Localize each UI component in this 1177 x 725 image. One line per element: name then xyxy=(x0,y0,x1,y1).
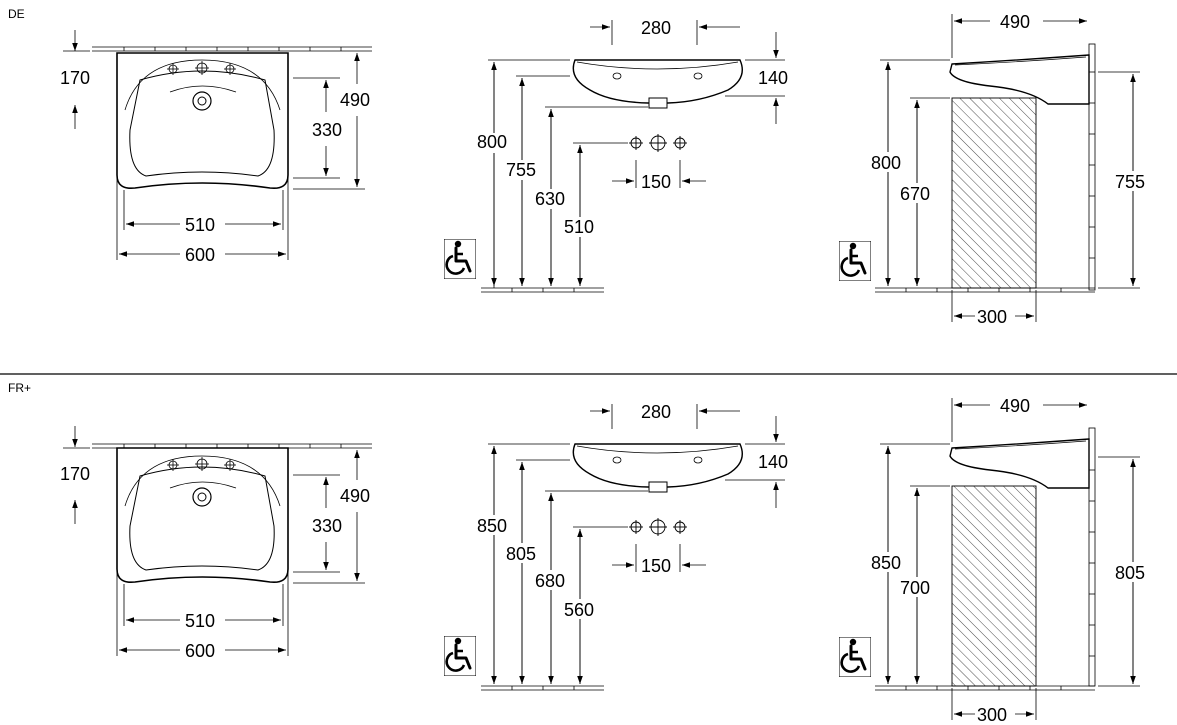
floor-tiles xyxy=(481,685,604,691)
dim-underside-height: 805 xyxy=(506,544,536,564)
dim-rim-height: 850 xyxy=(477,516,507,536)
dim-total-width: 600 xyxy=(185,245,215,265)
dim-rim-height: 800 xyxy=(477,132,507,152)
dim-bowl-height: 140 xyxy=(758,68,788,88)
dim-depth-drain: 330 xyxy=(312,516,342,536)
basin-side xyxy=(949,438,1090,489)
supply-connections xyxy=(629,518,687,536)
dim-inner-width: 510 xyxy=(185,215,215,235)
supply-connections xyxy=(629,134,687,152)
drain-icon xyxy=(192,91,212,111)
dim-tap-height: 560 xyxy=(564,600,594,620)
side-view: 490 850 700 805 300 xyxy=(839,396,1152,725)
dim-waste-height: 630 xyxy=(535,189,565,209)
wheelchair-icon xyxy=(444,636,476,676)
front-view: 280 140 800 755 630 xyxy=(444,18,788,293)
basin-rim xyxy=(124,59,281,111)
section-label: FR+ xyxy=(8,381,31,395)
dim-side-rim-height: 850 xyxy=(871,553,901,573)
dim-bowl-height: 140 xyxy=(758,452,788,472)
basin-bowl xyxy=(129,466,275,571)
dim-underside-height: 755 xyxy=(506,160,536,180)
wheelchair-icon xyxy=(839,241,871,281)
dim-tap-spacing: 150 xyxy=(641,556,671,576)
front-view: 280 140 850 805 680 560 xyxy=(444,402,788,691)
basin-outline xyxy=(116,52,289,190)
side-view: 490 800 670 755 300 xyxy=(839,12,1152,327)
dim-depth-total: 490 xyxy=(340,90,370,110)
basin-front xyxy=(572,59,743,104)
wheelchair-icon xyxy=(444,239,476,279)
knee-space xyxy=(951,97,1037,289)
dim-clearance-height: 670 xyxy=(900,184,930,204)
dim-side-rim-height: 800 xyxy=(871,153,901,173)
top-view: 170 330 490 510 600 xyxy=(60,30,372,265)
top-view: 170 330 490 510 600 xyxy=(60,426,372,661)
dim-bowl-width: 280 xyxy=(641,402,671,422)
dim-depth-top: 170 xyxy=(60,68,90,88)
dim-bowl-width: 280 xyxy=(641,18,671,38)
dim-depth-drain: 330 xyxy=(312,120,342,140)
dim-wall-height: 805 xyxy=(1115,563,1145,583)
basin-side xyxy=(949,54,1090,105)
dim-clearance-height: 700 xyxy=(900,578,930,598)
basin-bowl xyxy=(129,70,275,177)
dim-projection: 490 xyxy=(1000,12,1030,32)
dim-wall-height: 755 xyxy=(1115,172,1145,192)
section-fr-plus: FR+ 170 xyxy=(8,381,1152,725)
section-label: DE xyxy=(8,7,25,21)
floor-tiles xyxy=(875,287,1095,293)
dim-depth-total: 490 xyxy=(340,486,370,506)
dim-tap-height: 510 xyxy=(564,217,594,237)
dim-tap-spacing: 150 xyxy=(641,172,671,192)
knee-space xyxy=(951,485,1037,687)
dim-inner-width: 510 xyxy=(185,611,215,631)
dim-knee-depth: 300 xyxy=(977,307,1007,327)
basin-front xyxy=(572,443,743,488)
dim-waste-height: 680 xyxy=(535,571,565,591)
dim-total-width: 600 xyxy=(185,641,215,661)
tap-holes xyxy=(167,457,236,471)
wall xyxy=(1088,43,1096,291)
floor-tiles xyxy=(875,685,1095,691)
section-de: DE xyxy=(8,7,1152,327)
wall-tiles xyxy=(92,46,372,52)
dim-knee-depth: 300 xyxy=(977,705,1007,725)
dim-depth-top: 170 xyxy=(60,464,90,484)
dim-projection: 490 xyxy=(1000,396,1030,416)
wall xyxy=(1088,427,1096,687)
wheelchair-icon xyxy=(839,637,871,677)
drain-icon xyxy=(192,487,212,507)
floor-tiles xyxy=(481,287,604,293)
tap-holes xyxy=(167,61,236,75)
basin-outline xyxy=(116,447,289,584)
